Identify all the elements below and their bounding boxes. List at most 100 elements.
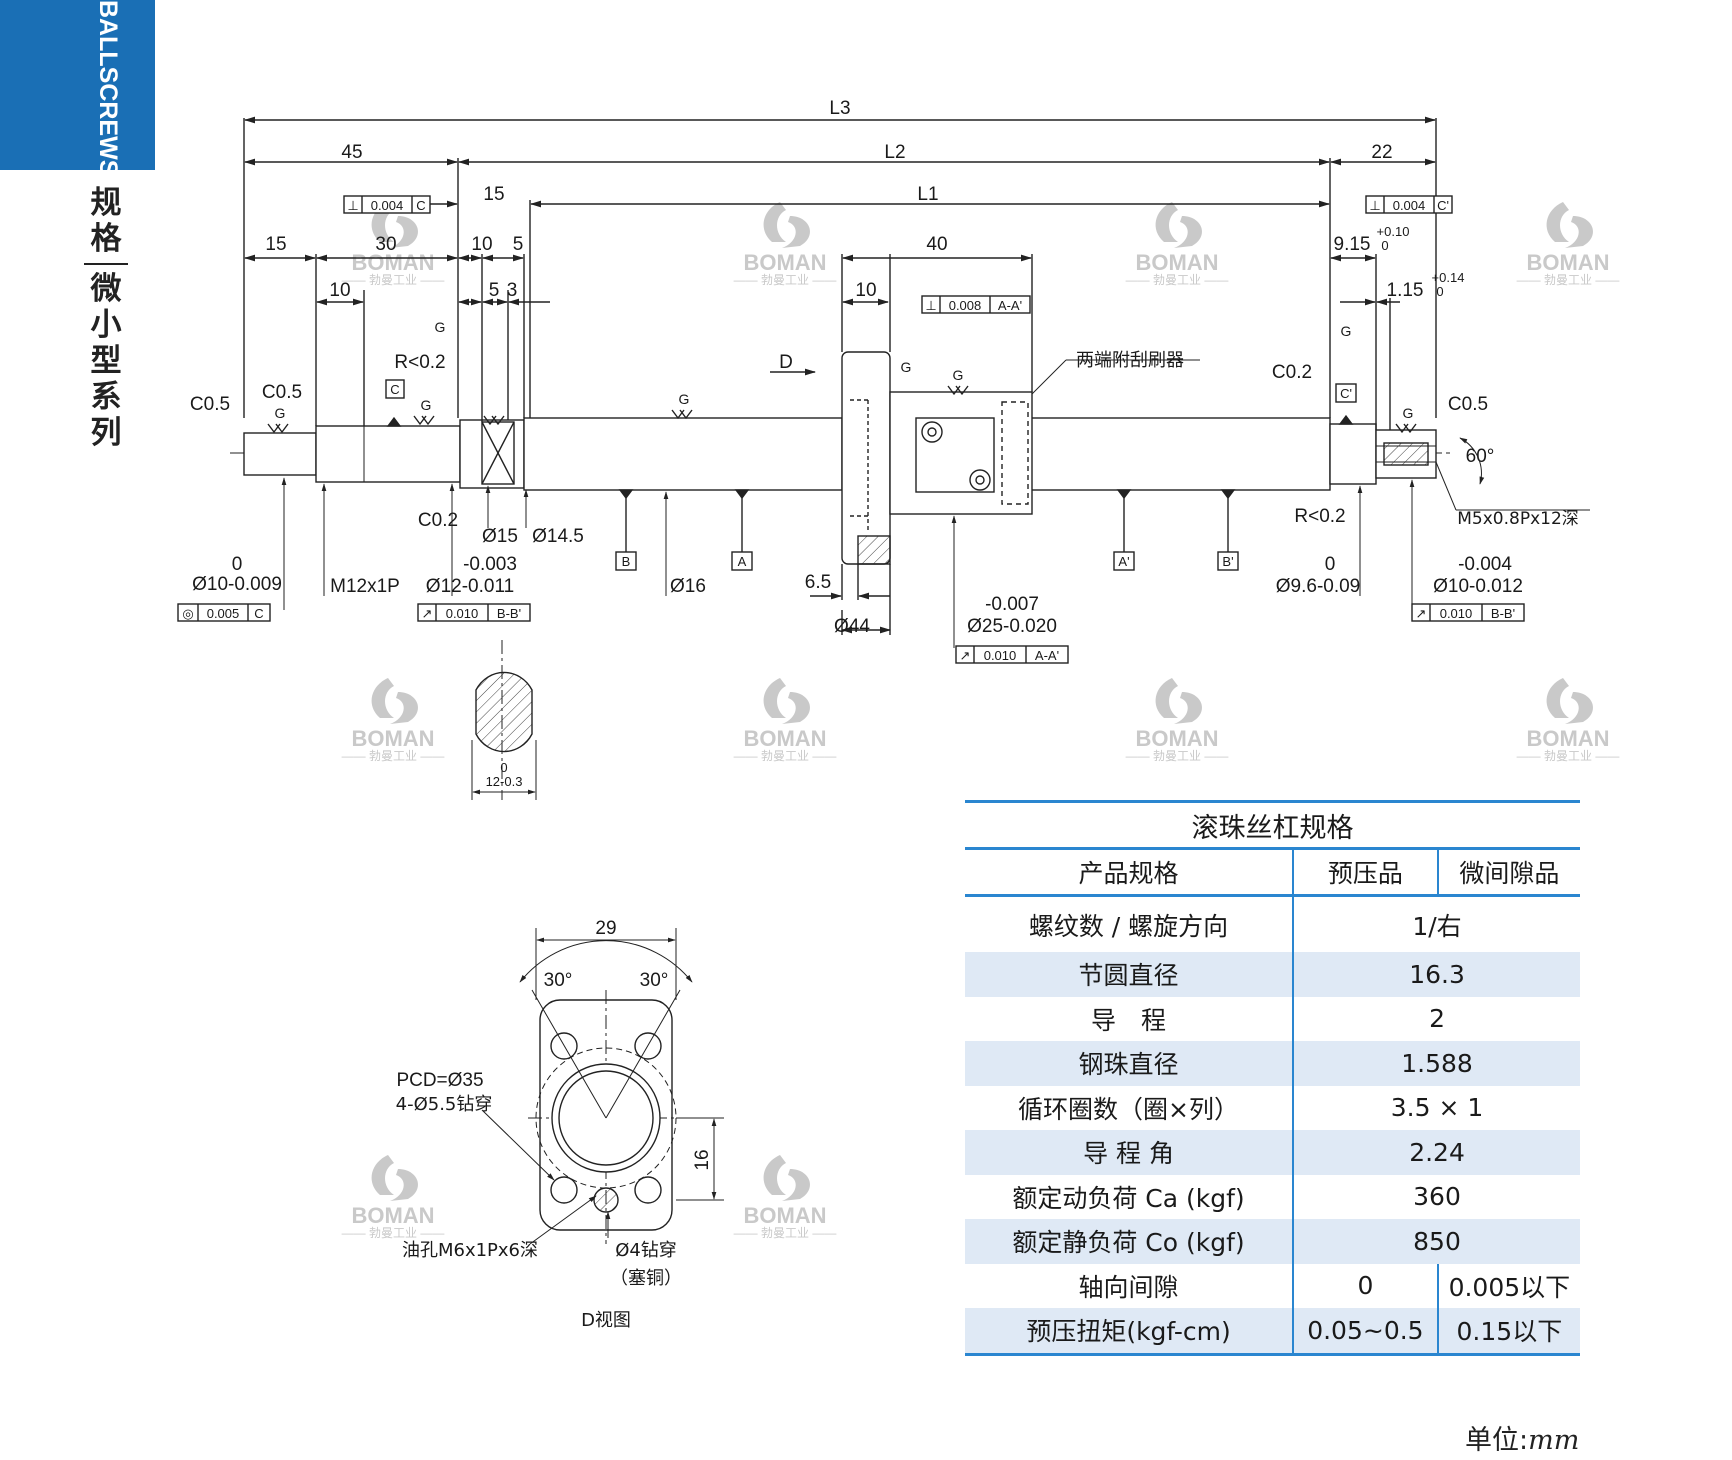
- spec-label: 循环圈数（圈×列）: [965, 1085, 1295, 1130]
- g-mark: G: [421, 397, 432, 413]
- label-holes: 4-Ø5.5钻穿: [396, 1094, 493, 1115]
- spec-value-micro: 0.15以下: [1436, 1308, 1580, 1356]
- watermark-sub: —— 勃曼工业 ——: [342, 273, 445, 287]
- label-d12: Ø12-0.011: [426, 576, 514, 597]
- category-tab: BALLSCREWS: [0, 0, 155, 176]
- section-dim: 12-0.3: [486, 774, 523, 789]
- spec-label: 轴向间隙: [965, 1263, 1295, 1308]
- spec-table-caption: 滚珠丝杠规格: [965, 800, 1580, 849]
- unit-label: 单位:: [1465, 1425, 1529, 1456]
- spec-value: 3.5 × 1: [1390, 1093, 1484, 1123]
- label-d25-tol: -0.007: [985, 594, 1039, 615]
- watermark-brand: BOMAN: [351, 1203, 434, 1228]
- spec-header-micro: 微间隙品: [1436, 847, 1580, 897]
- watermark-brand: BOMAN: [743, 250, 826, 275]
- datum-c-prime: C': [1340, 386, 1352, 401]
- g-mark: G: [435, 319, 446, 335]
- spec-label: 额定静负荷 Co (kgf): [965, 1219, 1295, 1264]
- dim-29: 29: [595, 918, 616, 939]
- label-d44: Ø44: [834, 616, 870, 637]
- section-title-char: 系: [90, 379, 122, 414]
- dim-tol: 0: [1381, 238, 1388, 253]
- label-m5: M5x0.8Px12深: [1457, 509, 1579, 529]
- g-mark: G: [679, 391, 690, 407]
- fcf-symbol: ⊥: [1369, 198, 1380, 213]
- watermark-brand: BOMAN: [351, 250, 434, 275]
- g-mark: G: [953, 367, 964, 383]
- fcf-value: 0.005: [207, 606, 240, 621]
- label-d15: Ø15: [482, 526, 518, 547]
- section-title-char: 小: [90, 307, 122, 342]
- unit-note: 单位:mm: [1465, 1418, 1579, 1457]
- dim-15: 15: [265, 234, 286, 255]
- fcf-datum: A-A': [1035, 648, 1059, 663]
- spec-row: 钢珠直径 1.588: [965, 1041, 1580, 1086]
- watermark-sub: —— 勃曼工业 ——: [1517, 273, 1620, 287]
- label-plug: （塞铜）: [610, 1268, 682, 1289]
- watermark-sub: —— 勃曼工业 ——: [342, 749, 445, 763]
- label-m12: M12x1P: [330, 576, 400, 597]
- dim-10: 10: [855, 280, 876, 301]
- g-mark: G: [1341, 323, 1352, 339]
- fcf-value: 0.010: [984, 648, 1017, 663]
- spec-label: 预压扭矩(kgf-cm): [965, 1308, 1295, 1356]
- dimension-lines: [243, 116, 1437, 635]
- section-title-char: 规: [90, 185, 122, 220]
- fcf-datum: C: [416, 198, 425, 213]
- dim-10: 10: [471, 234, 492, 255]
- fcf-symbol: ↗: [1416, 606, 1427, 621]
- dim-10: 10: [329, 280, 350, 301]
- label-c05: C0.5: [262, 382, 302, 403]
- spec-row: 额定静负荷 Co (kgf) 850: [965, 1219, 1580, 1264]
- datum-a-prime: A': [1118, 554, 1129, 569]
- dim-tol: +0.10: [1377, 224, 1410, 239]
- dim-40: 40: [926, 234, 947, 255]
- watermark-brand: BOMAN: [1135, 250, 1218, 275]
- ballscrew-nut: [841, 351, 1033, 565]
- spec-label: 导 程 角: [965, 1130, 1295, 1175]
- dim-30deg: 30°: [640, 970, 669, 991]
- flange-d-view: 29 30° 30° 16 PCD=Ø35 4-Ø5.5钻穿 油孔M6x1Px6…: [396, 918, 724, 1331]
- label-oil-hole: 油孔M6x1Px6深: [402, 1240, 538, 1261]
- dim-30: 30: [375, 234, 396, 255]
- watermark-brand: BOMAN: [1526, 726, 1609, 751]
- section-title-char: 微: [90, 271, 122, 306]
- label-d-view: D视图: [581, 1310, 631, 1331]
- spec-row: 额定动负荷 Ca (kgf) 360: [965, 1174, 1580, 1219]
- datum-a: A: [738, 554, 747, 569]
- fcf-symbol: ↗: [422, 606, 433, 621]
- dim-L2: L2: [884, 142, 905, 163]
- watermark-sub: —— 勃曼工业 ——: [1126, 273, 1229, 287]
- dim-15: 15: [483, 184, 504, 205]
- leader-lines: [281, 359, 1590, 648]
- label-d4-hole: Ø4钻穿: [615, 1240, 677, 1261]
- flat-cross-section: 0 12-0.3: [471, 640, 537, 800]
- label-d96: Ø9.6-0.09: [1276, 576, 1361, 597]
- g-mark: G: [901, 359, 912, 375]
- fcf-value: 0.004: [371, 198, 404, 213]
- watermark-sub: —— 勃曼工业 ——: [342, 1226, 445, 1240]
- dim-5: 5: [489, 280, 500, 301]
- label-d10: Ø10-0.009: [192, 574, 282, 595]
- datum-markers: B A A' B' C C': [385, 379, 1357, 571]
- watermark-brand: BOMAN: [743, 726, 826, 751]
- watermark-brand: BOMAN: [1526, 250, 1609, 275]
- dim-L1: L1: [917, 184, 938, 205]
- fcf-value: 0.010: [446, 606, 479, 621]
- fcf-symbol: ⊥: [347, 198, 358, 213]
- label-c05: C0.5: [1448, 394, 1488, 415]
- datum-b-prime: B': [1222, 554, 1233, 569]
- spec-row-torque: 预压扭矩(kgf-cm) 0.05~0.5 0.15以下: [965, 1308, 1580, 1356]
- spec-row: 螺纹数 / 螺旋方向 1/右: [965, 895, 1580, 952]
- fcf-datum: B-B': [497, 606, 521, 621]
- watermark-sub: —— 勃曼工业 ——: [1517, 749, 1620, 763]
- label-d14.5: Ø14.5: [532, 526, 584, 547]
- label-d96-tol: 0: [1325, 554, 1336, 575]
- spec-value-preload: 0: [1357, 1271, 1374, 1301]
- watermark-group: BOMAN—— 勃曼工业 —— BOMAN—— 勃曼工业 —— BOMAN—— …: [342, 201, 1620, 1240]
- spec-label: 钢珠直径: [965, 1041, 1295, 1086]
- spec-value: 2.24: [1293, 1130, 1580, 1175]
- spec-header-product: 产品规格: [965, 847, 1295, 897]
- label-pcd: PCD=Ø35: [396, 1070, 483, 1091]
